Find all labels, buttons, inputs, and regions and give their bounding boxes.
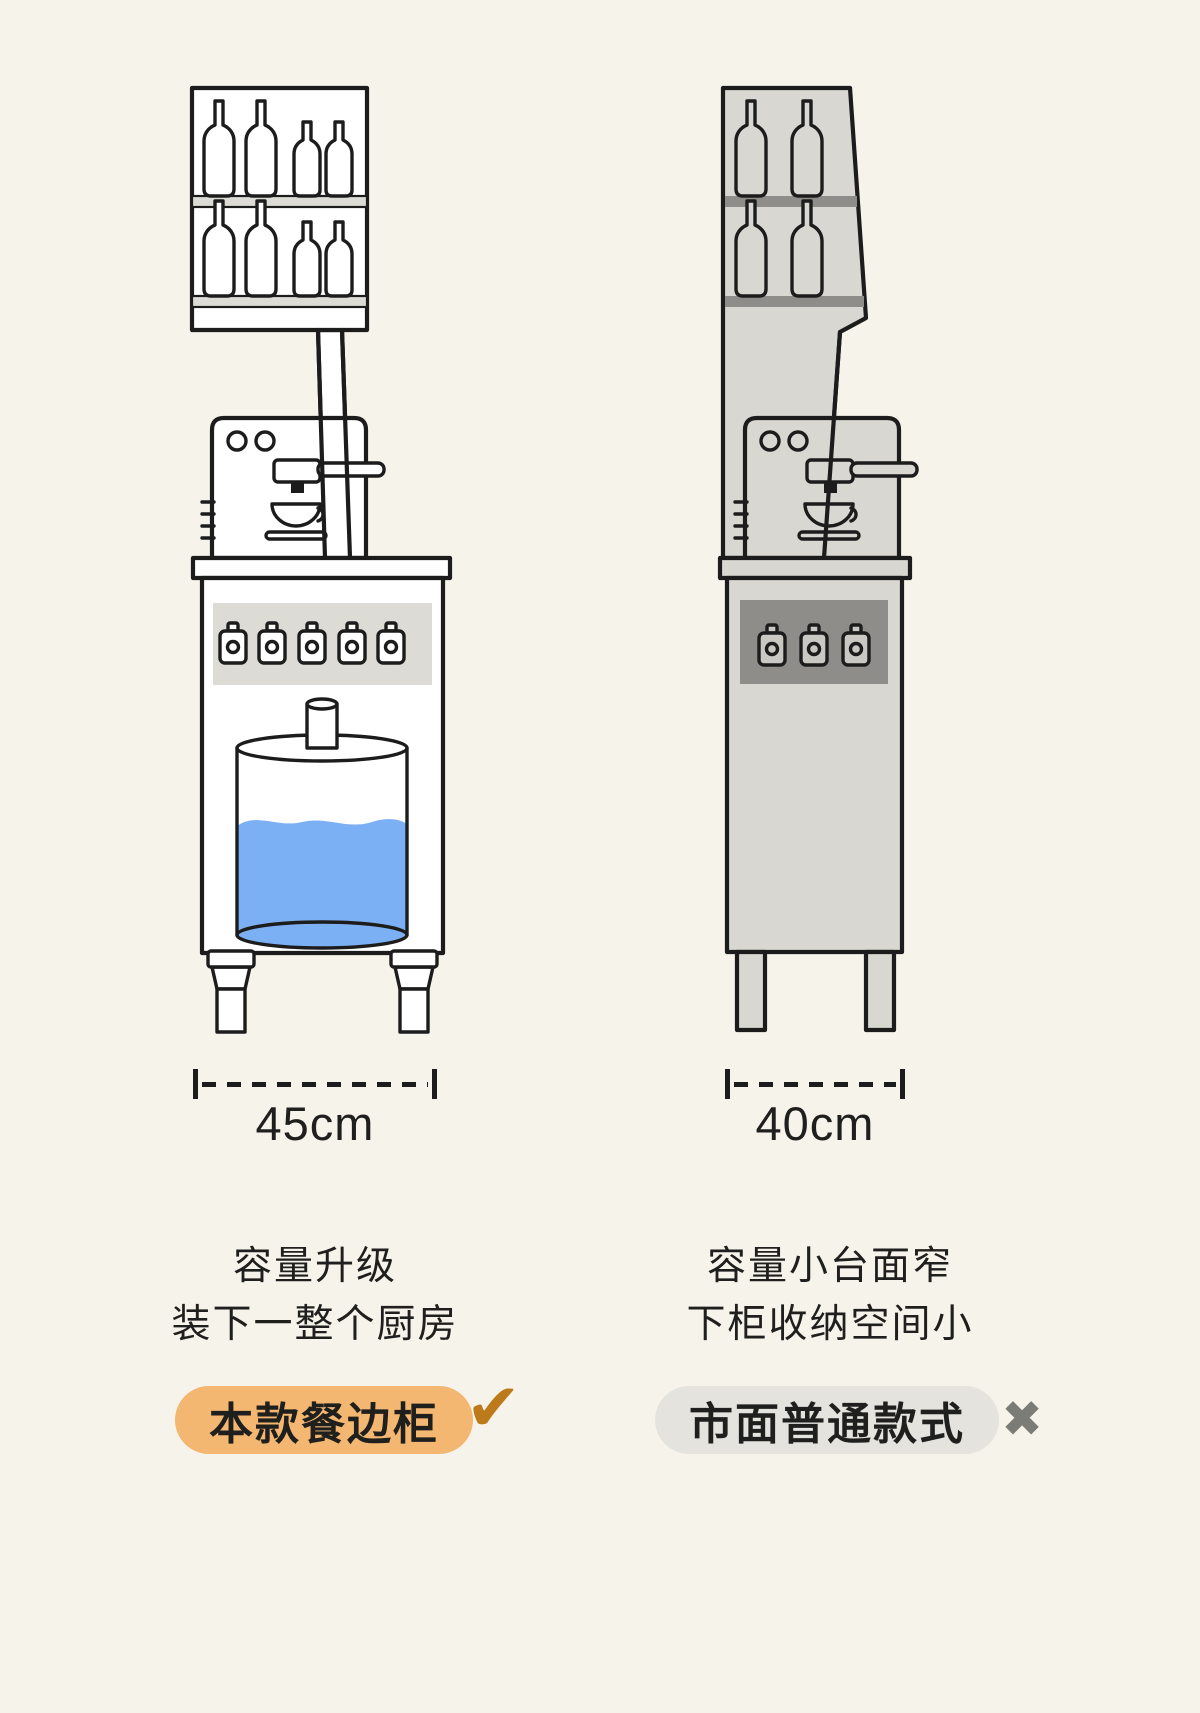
shelf-board (725, 296, 864, 307)
countertop (717, 555, 913, 581)
upgraded-cabinet-illustration (189, 85, 453, 1034)
shelf-board (190, 194, 369, 209)
coffee-machine (202, 418, 384, 558)
cabinet-leg (734, 949, 768, 1033)
cabinet-leg (389, 949, 439, 1034)
right-caption-line2: 下柜收纳空间小 (686, 1303, 974, 1346)
jug-neck-rim (305, 697, 339, 711)
jug-sides (235, 746, 409, 937)
left-width-dimension (193, 1068, 437, 1100)
check-icon: ✔ (465, 1370, 521, 1444)
cabinet-leg (206, 949, 256, 1034)
countertop (190, 555, 453, 581)
back-panel-edge (821, 329, 843, 561)
water-jug (235, 697, 409, 950)
dimension-tick-left (725, 1069, 730, 1099)
cabinet-leg (863, 949, 897, 1033)
back-support-edge (315, 327, 353, 561)
left-column: 45cm 容量升级 装下一整个厨房 本款餐边柜 ✔ (115, 0, 521, 1713)
right-badge-label: 市面普通款式 (689, 1400, 965, 1449)
cross-icon: ✖ (1001, 1391, 1043, 1447)
spice-jar-panel (213, 603, 432, 685)
left-width-label: 45cm (255, 1097, 375, 1150)
bottle-shelf-unit (189, 85, 370, 333)
dimension-tick-left (193, 1069, 198, 1099)
dimension-dash-line (734, 1081, 896, 1087)
jug-water (237, 819, 407, 948)
left-caption-line1: 容量升级 (232, 1245, 397, 1288)
left-badge: 本款餐边柜 ✔ (175, 1374, 521, 1454)
shelf-board (725, 196, 857, 207)
right-width-dimension (725, 1068, 905, 1100)
ordinary-cabinet-illustration (717, 85, 950, 1033)
left-caption: 容量升级 装下一整个厨房 (115, 1238, 515, 1354)
bottle-shelf-unit (725, 99, 864, 307)
left-caption-line2: 装下一整个厨房 (171, 1303, 459, 1346)
right-width-label: 40cm (755, 1097, 875, 1150)
dimension-tick-right (432, 1069, 437, 1099)
dimension-dash-line (202, 1081, 428, 1087)
cabinet-legs (734, 949, 897, 1033)
dimension-tick-right (900, 1069, 905, 1099)
right-badge: 市面普通款式 ✖ (655, 1386, 1043, 1454)
shelf-board (190, 294, 369, 309)
jug-neck (305, 702, 339, 750)
right-caption: 容量小台面窄 下柜收纳空间小 (620, 1238, 1040, 1354)
left-badge-label: 本款餐边柜 (209, 1400, 439, 1449)
spice-jar-panel (740, 600, 888, 684)
cabinet-legs (206, 949, 439, 1034)
right-column: 40cm 容量小台面窄 下柜收纳空间小 市面普通款式 ✖ (620, 0, 1043, 1713)
right-caption-line1: 容量小台面窄 (706, 1245, 953, 1288)
